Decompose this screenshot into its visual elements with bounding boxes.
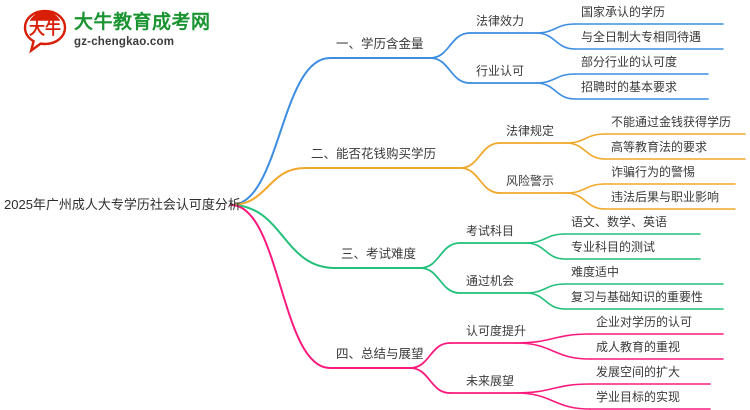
branch-4-child-1-label[interactable]: 认可度提升 (466, 324, 527, 338)
branch-3-child-1-leaf-1[interactable]: 语文、数学、英语 (571, 215, 668, 229)
branch-3-child-2-leaf-1[interactable]: 难度适中 (571, 265, 620, 279)
branch-2-child-1-leaf-1[interactable]: 不能通过金钱获得学历 (611, 115, 732, 129)
branch-4-child-1-leaf-1[interactable]: 企业对学历的认可 (596, 315, 693, 329)
branch-4-label[interactable]: 四、总结与展望 (336, 347, 424, 361)
logo-subtitle: gz-chengkao.com (74, 36, 175, 49)
branch-2-child-1-leaf-2[interactable]: 高等教育法的要求 (611, 140, 708, 154)
branch-1-child-1-label[interactable]: 法律效力 (476, 14, 525, 28)
logo-mark-icon: 大牛 (22, 8, 68, 54)
svg-text:大牛: 大牛 (29, 19, 61, 38)
branch-1-child-1-leaf-2[interactable]: 与全日制大专相同待遇 (581, 30, 702, 44)
branch-4-child-2-leaf-2[interactable]: 学业目标的实现 (596, 390, 681, 404)
branch-3-child-1-leaf-2[interactable]: 专业科目的测试 (571, 240, 656, 254)
branch-1-child-2-leaf-2[interactable]: 招聘时的基本要求 (581, 80, 678, 94)
branch-4-child-2-label[interactable]: 未来展望 (466, 374, 515, 388)
logo-title: 大牛教育成考网 (74, 12, 211, 34)
branch-3-child-2-label[interactable]: 通过机会 (466, 274, 515, 288)
site-logo: 大牛 大牛教育成考网 gz-chengkao.com (22, 8, 211, 54)
mindmap-root-label[interactable]: 2025年广州成人大专学历社会认可度分析 (4, 197, 241, 212)
branch-4-child-1-leaf-2[interactable]: 成人教育的重视 (596, 340, 681, 354)
branch-4-child-2-leaf-1[interactable]: 发展空间的扩大 (596, 365, 681, 379)
branch-2-child-1-label[interactable]: 法律规定 (506, 124, 555, 138)
branch-3-child-1-label[interactable]: 考试科目 (466, 224, 515, 238)
branch-2-label[interactable]: 二、能否花钱购买学历 (311, 147, 437, 161)
branch-1-label[interactable]: 一、学历含金量 (336, 37, 424, 51)
branch-3-child-2-leaf-2[interactable]: 复习与基础知识的重要性 (571, 290, 704, 304)
branch-3-label[interactable]: 三、考试难度 (341, 247, 417, 261)
branch-1-child-1-leaf-1[interactable]: 国家承认的学历 (581, 5, 666, 19)
branch-2-child-2-leaf-1[interactable]: 诈骗行为的警惕 (611, 165, 696, 179)
branch-2-child-2-leaf-2[interactable]: 违法后果与职业影响 (611, 190, 720, 204)
branch-1-child-2-leaf-1[interactable]: 部分行业的认可度 (581, 55, 678, 69)
branch-1-child-2-label[interactable]: 行业认可 (476, 64, 525, 78)
branch-2-child-2-label[interactable]: 风险警示 (506, 174, 555, 188)
